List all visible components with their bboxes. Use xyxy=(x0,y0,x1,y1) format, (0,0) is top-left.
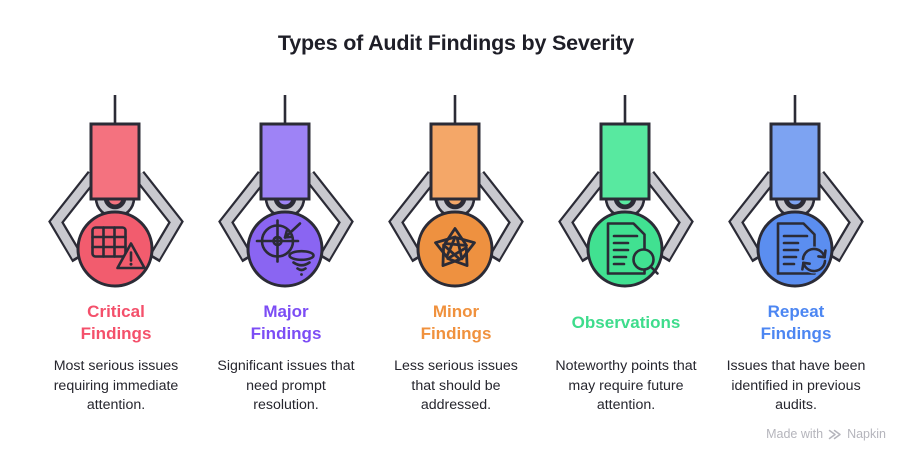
napkin-logo-icon xyxy=(828,429,841,439)
page-title: Types of Audit Findings by Severity xyxy=(277,31,635,55)
column-title: Minor Findings xyxy=(420,301,492,343)
claw-machine-critical xyxy=(48,95,184,288)
column-description: Significant issues that need prompt reso… xyxy=(217,358,355,414)
watermark: Made with Napkin xyxy=(766,427,886,441)
claw-machine-major xyxy=(218,95,354,288)
watermark-prefix: Made with xyxy=(766,427,824,441)
document-search-icon xyxy=(606,222,659,275)
prize-ball xyxy=(416,210,494,288)
column-description: Most serious issues requiring immediate … xyxy=(53,358,179,414)
machine-body xyxy=(429,122,481,201)
column-critical-findings: Critical Findings Most serious issues re… xyxy=(31,92,201,416)
machine-body xyxy=(89,122,141,201)
claw-arms xyxy=(388,170,524,263)
column-description: Issues that have been identified in prev… xyxy=(726,358,866,414)
columns-row: Critical Findings Most serious issues re… xyxy=(0,92,912,416)
column-title: Repeat Findings xyxy=(760,301,832,343)
claw-machine-minor xyxy=(388,95,524,288)
claw-arms xyxy=(218,170,354,263)
machine-body xyxy=(259,122,311,201)
machine-body xyxy=(769,122,821,201)
column-description: Less serious issues that should be addre… xyxy=(394,358,518,414)
claw-arms xyxy=(728,170,864,263)
column-major-findings: Major Findings Significant issues that n… xyxy=(201,92,371,416)
watermark-brand: Napkin xyxy=(847,427,886,441)
column-title: Observations xyxy=(571,312,681,332)
machine-body xyxy=(599,122,651,201)
shutter-icon xyxy=(434,227,476,267)
prize-ball xyxy=(246,210,324,288)
column-minor-findings: Minor Findings Less serious issues that … xyxy=(371,92,541,416)
column-title: Major Findings xyxy=(250,301,322,343)
column-description: Noteworthy points that may require futur… xyxy=(555,358,697,414)
column-title: Critical Findings xyxy=(80,301,152,343)
claw-machine-observations xyxy=(558,95,694,288)
column-observations: Observations Noteworthy points that may … xyxy=(541,92,711,416)
column-repeat-findings: Repeat Findings Issues that have been id… xyxy=(711,92,881,416)
table-warning-icon xyxy=(91,226,146,270)
target-impact-icon xyxy=(255,219,315,276)
claw-machine-repeat xyxy=(728,95,864,288)
claw-arms xyxy=(48,170,184,263)
claw-arms xyxy=(558,170,694,263)
document-refresh-icon xyxy=(776,222,828,275)
